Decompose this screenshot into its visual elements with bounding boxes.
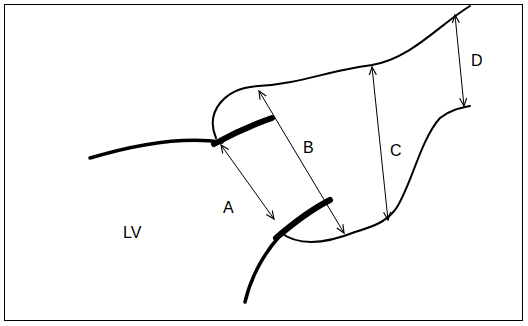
ventricle-wall (90, 140, 222, 158)
measure-label: D (470, 52, 484, 70)
aortic-wall (213, 6, 470, 138)
measure-arrow (259, 91, 344, 233)
valve-leaflet (276, 200, 330, 238)
measure-arrow (372, 67, 388, 220)
valve-leaflet (214, 118, 272, 144)
measure-arrow (455, 15, 464, 106)
frame (5, 5, 523, 321)
measure-label: C (389, 142, 403, 160)
measure-label: A (222, 199, 235, 217)
chamber-label: LV (122, 224, 142, 242)
measure-arrow (221, 145, 274, 219)
measure-label: B (302, 139, 315, 157)
ventricle-wall (245, 238, 278, 302)
